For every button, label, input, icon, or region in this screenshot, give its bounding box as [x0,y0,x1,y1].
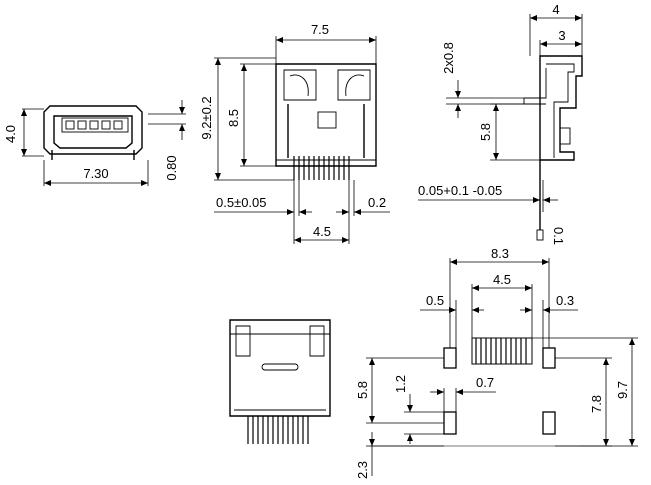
footprint-width-label: 8.3 [491,246,509,261]
footprint-height-right2-label: 9.7 [615,381,630,399]
footprint-left-gap-label: 0.5 [426,293,444,308]
footprint-pad-bottom-right [542,411,556,435]
top-pitch-label: 0.5±0.05 [216,195,267,210]
footprint-pad-top-right [542,347,556,369]
footprint-bottom-label: 2.3 [355,461,370,479]
footprint-height-right1-label: 7.8 [589,395,604,413]
top-overall-label: 9.2±0.2 [199,96,214,139]
top-lead-label: 0.2 [368,195,386,210]
bottom-view [229,319,331,444]
footprint-pad-bottom-left [443,411,457,435]
top-span-label: 4.5 [313,224,331,239]
side-tail-label: 0.1 [551,227,566,245]
pcb-footprint: 8.3 4.5 0.5 0.3 5.8 1.2 0.7 [355,246,638,479]
top-view: 7.5 8.5 9.2±0.2 0.5±0.05 0.2 4.5 [199,22,390,244]
top-depth-label: 8.5 [226,109,241,127]
side-slot-label: 2x0.8 [441,42,456,74]
footprint-pad-w-label: 0.7 [476,375,494,390]
side-height-label: 5.8 [478,123,493,141]
front-height-label: 4.0 [3,125,18,143]
top-view-pins [293,156,350,180]
footprint-span-label: 4.5 [493,272,511,287]
front-width-label: 7.30 [83,166,108,181]
side-width-label: 4 [552,2,559,17]
top-width-label: 7.5 [311,22,329,37]
side-inner-label: 3 [558,28,565,43]
side-view: 4 3 2x0.8 5.8 0.05+0.1 -0.05 0.1 [418,2,583,245]
side-tol-label: 0.05+0.1 -0.05 [418,183,502,198]
footprint-pad-h-label: 1.2 [393,375,408,393]
bottom-view-pins [247,416,309,444]
footprint-right-gap-label: 0.3 [556,293,574,308]
front-offset-label: 0.80 [164,155,179,180]
footprint-height-left-label: 5.8 [355,381,370,399]
front-view: 4.0 7.30 0.80 [3,100,186,186]
footprint-signal-pads [471,337,533,365]
footprint-pad-top-left [443,347,457,369]
